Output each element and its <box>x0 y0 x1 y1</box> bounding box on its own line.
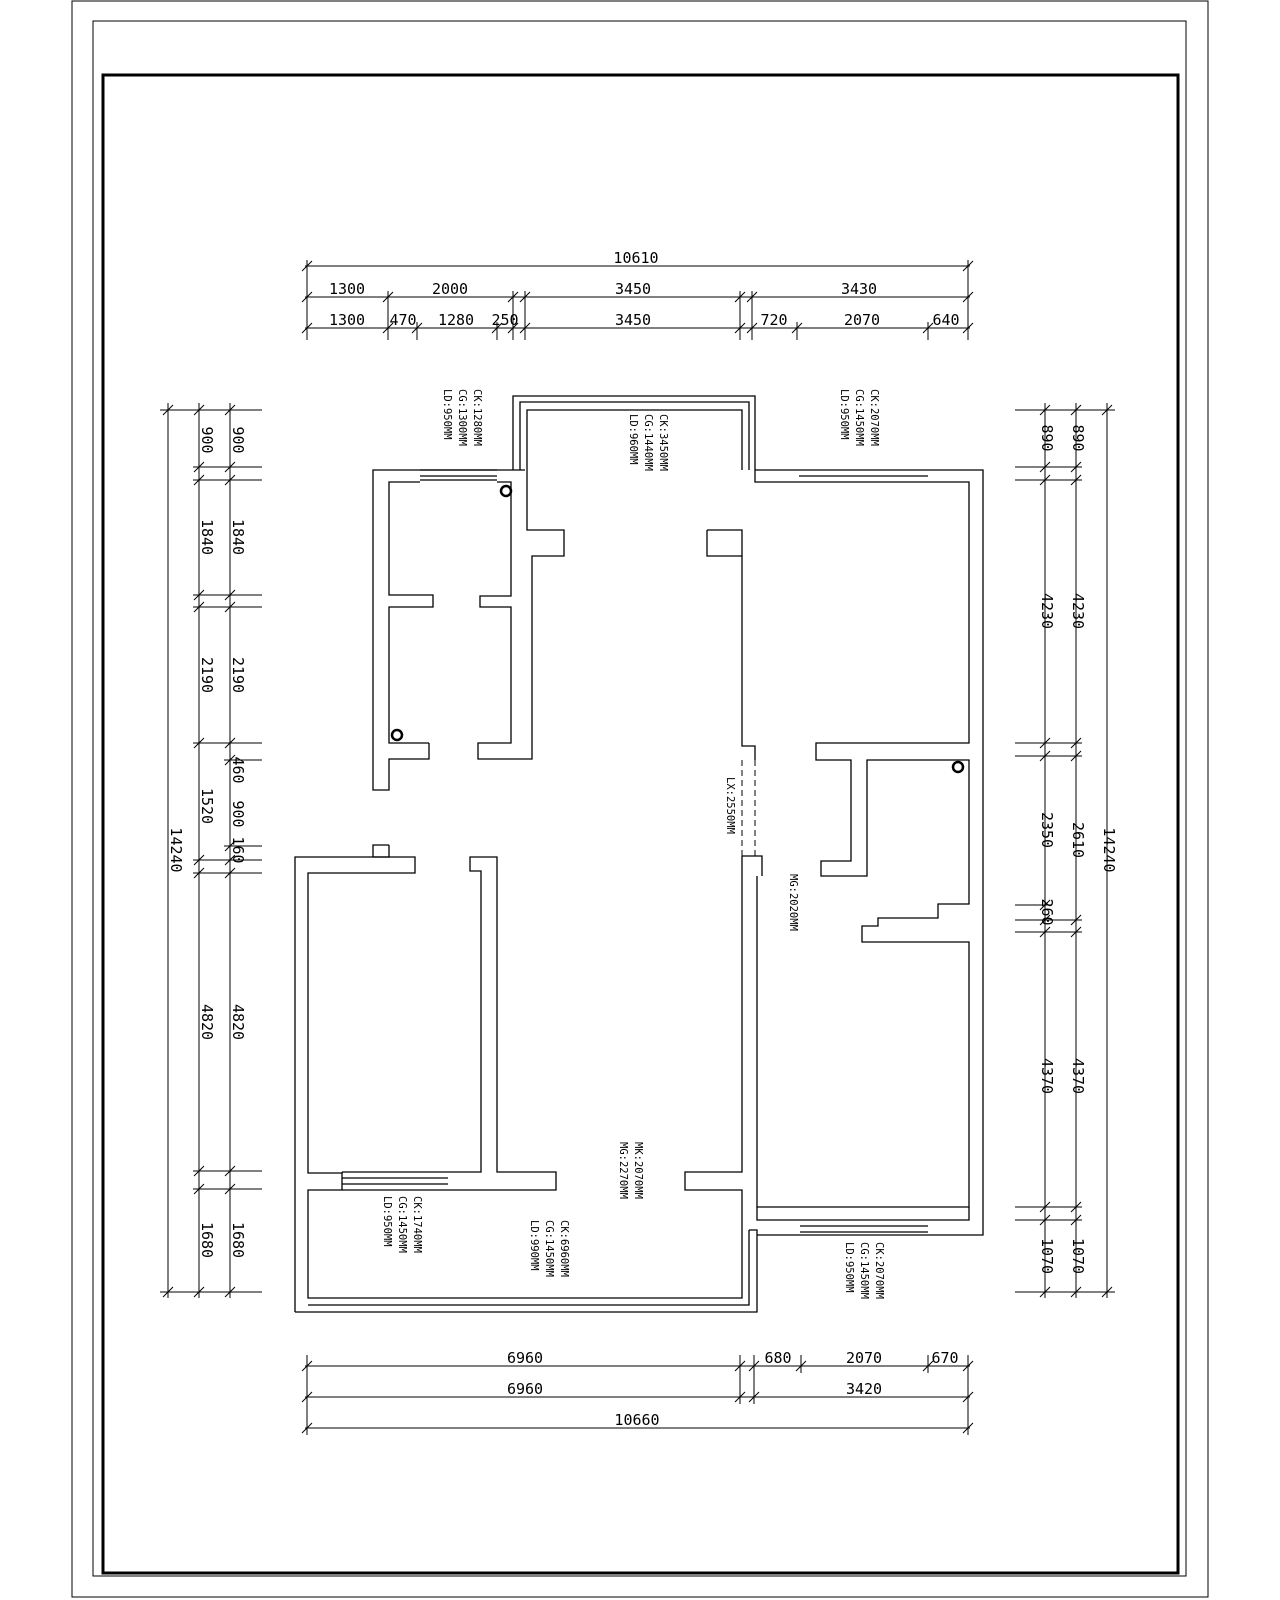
dim-left-inner-6: 160 <box>229 836 247 863</box>
dim-right-inner-2: 4230 <box>1038 593 1056 629</box>
note-top-right-ck: CK:2070MM <box>868 389 880 446</box>
dim-top-detail-8: 640 <box>932 311 959 329</box>
note-bottom-right-cg: CG:1450MM <box>858 1242 870 1299</box>
dim-left-outer-3: 2190 <box>198 657 216 693</box>
window-note-bottom-center: CK:6960MM CG:1450MM LD:990MM <box>528 1220 570 1277</box>
dim-right-inner-4: 260 <box>1038 898 1056 925</box>
dim-top-detail-7: 2070 <box>844 311 880 329</box>
pipe-icon-3 <box>951 760 965 774</box>
dim-left-outer-2: 1840 <box>198 519 216 555</box>
dim-bottom-mid-1: 6960 <box>507 1380 543 1398</box>
note-top-center-ck: CK:3450MM <box>657 414 669 471</box>
window-note-top-center: CK:3450MM CG:1440MM LD:960MM <box>627 414 669 471</box>
note-top-right-cg: CG:1450MM <box>853 389 865 446</box>
dim-left-inner-5: 900 <box>229 800 247 827</box>
pipe-icon-2 <box>390 728 404 742</box>
left-dimensions: 14240 900 1840 2190 1520 4820 1680 900 1… <box>160 403 262 1298</box>
dim-left-outer-5: 4820 <box>198 1004 216 1040</box>
dim-bottom-detail-2: 680 <box>764 1349 791 1367</box>
dim-top-mid-2: 2000 <box>432 280 468 298</box>
dim-top-mid-3: 3450 <box>615 280 651 298</box>
dim-left-outer-1: 900 <box>198 426 216 453</box>
dim-right-inner-3: 2350 <box>1038 812 1056 848</box>
note-bottom-left-ck: CK:1740MM <box>411 1196 423 1253</box>
right-dimensions: 14240 890 4230 2610 4370 1070 890 4230 2… <box>1015 403 1118 1298</box>
note-bottom-center-cg: CG:1450MM <box>543 1220 555 1277</box>
note-bottom-left-cg: CG:1450MM <box>396 1196 408 1253</box>
pipe-icon-1 <box>499 484 513 498</box>
dim-left-inner-1: 900 <box>229 426 247 453</box>
dim-bottom-overall: 10660 <box>614 1411 659 1429</box>
beam-notes: LX:2550MM MG:2020MM MK:2070MM MG:2270MM <box>617 777 799 1199</box>
window-note-top-right: CK:2070MM CG:1450MM LD:950MM <box>838 389 880 446</box>
dim-left-inner-2: 1840 <box>229 519 247 555</box>
dim-left-inner-3: 2190 <box>229 657 247 693</box>
dim-left-inner-7: 4820 <box>229 1004 247 1040</box>
doorway-dashed <box>741 760 756 856</box>
note-bottom-right-ck: CK:2070MM <box>873 1242 885 1299</box>
dim-right-inner-5: 4370 <box>1038 1058 1056 1094</box>
dim-top-detail-5: 3450 <box>615 311 651 329</box>
dim-top-detail-2: 470 <box>389 311 416 329</box>
note-top-center-cg: CG:1440MM <box>642 414 654 471</box>
dim-bottom-mid-2: 3420 <box>846 1380 882 1398</box>
dim-bottom-detail-1: 6960 <box>507 1349 543 1367</box>
window-note-bottom-right: CK:2070MM CG:1450MM LD:950MM <box>843 1242 885 1299</box>
note-mg-right: MG:2020MM <box>787 874 799 931</box>
drawing-frame <box>71 0 1209 1598</box>
dim-right-inner-1: 890 <box>1038 424 1056 451</box>
dim-right-outer-3: 2610 <box>1069 822 1087 858</box>
dim-top-detail-4: 250 <box>491 311 518 329</box>
dim-left-overall: 14240 <box>167 827 185 872</box>
dim-top-mid-1: 1300 <box>329 280 365 298</box>
top-dimensions: 10610 1300 2000 3450 3430 1300 470 1280 … <box>301 249 974 340</box>
note-top-left-cg: CG:1300MM <box>456 389 468 446</box>
note-bottom-left-ld: LD:950MM <box>381 1196 393 1247</box>
dim-top-mid-4: 3430 <box>841 280 877 298</box>
dim-top-overall: 10610 <box>613 249 658 267</box>
dim-top-detail-1: 1300 <box>329 311 365 329</box>
note-top-left-ld: LD:950MM <box>441 389 453 440</box>
dim-left-inner-8: 1680 <box>229 1222 247 1258</box>
dim-right-outer-2: 4230 <box>1069 593 1087 629</box>
note-mg-bottom: MG:2270MM <box>617 1142 629 1199</box>
dim-right-outer-1: 890 <box>1069 424 1087 451</box>
dim-top-detail-3: 1280 <box>438 311 474 329</box>
dim-right-overall: 14240 <box>1100 827 1118 872</box>
dim-bottom-detail-3: 2070 <box>846 1349 882 1367</box>
dim-right-inner-6: 1070 <box>1038 1238 1056 1274</box>
note-mk: MK:2070MM <box>632 1142 644 1199</box>
dim-left-outer-6: 1680 <box>198 1222 216 1258</box>
bottom-dimensions: 6960 680 2070 670 6960 3420 10660 <box>301 1349 974 1435</box>
floor-plan-walls <box>294 395 984 1313</box>
dim-left-outer-4: 1520 <box>198 788 216 824</box>
dim-left-inner-4: 460 <box>229 756 247 783</box>
dim-top-detail-6: 720 <box>760 311 787 329</box>
dim-right-outer-5: 1070 <box>1069 1238 1087 1274</box>
note-bottom-center-ld: LD:990MM <box>528 1220 540 1271</box>
note-bottom-center-ck: CK:6960MM <box>558 1220 570 1277</box>
window-note-bottom-left: CK:1740MM CG:1450MM LD:950MM <box>381 1196 423 1253</box>
dim-right-outer-4: 4370 <box>1069 1058 1087 1094</box>
dim-bottom-detail-4: 670 <box>931 1349 958 1367</box>
note-top-right-ld: LD:950MM <box>838 389 850 440</box>
window-note-top-left: CK:1280MM CG:1300MM LD:950MM <box>441 389 483 446</box>
note-bottom-right-ld: LD:950MM <box>843 1242 855 1293</box>
note-top-center-ld: LD:960MM <box>627 414 639 465</box>
note-lx: LX:2550MM <box>724 777 736 834</box>
note-top-left-ck: CK:1280MM <box>471 389 483 446</box>
pipe-markers <box>390 484 965 774</box>
